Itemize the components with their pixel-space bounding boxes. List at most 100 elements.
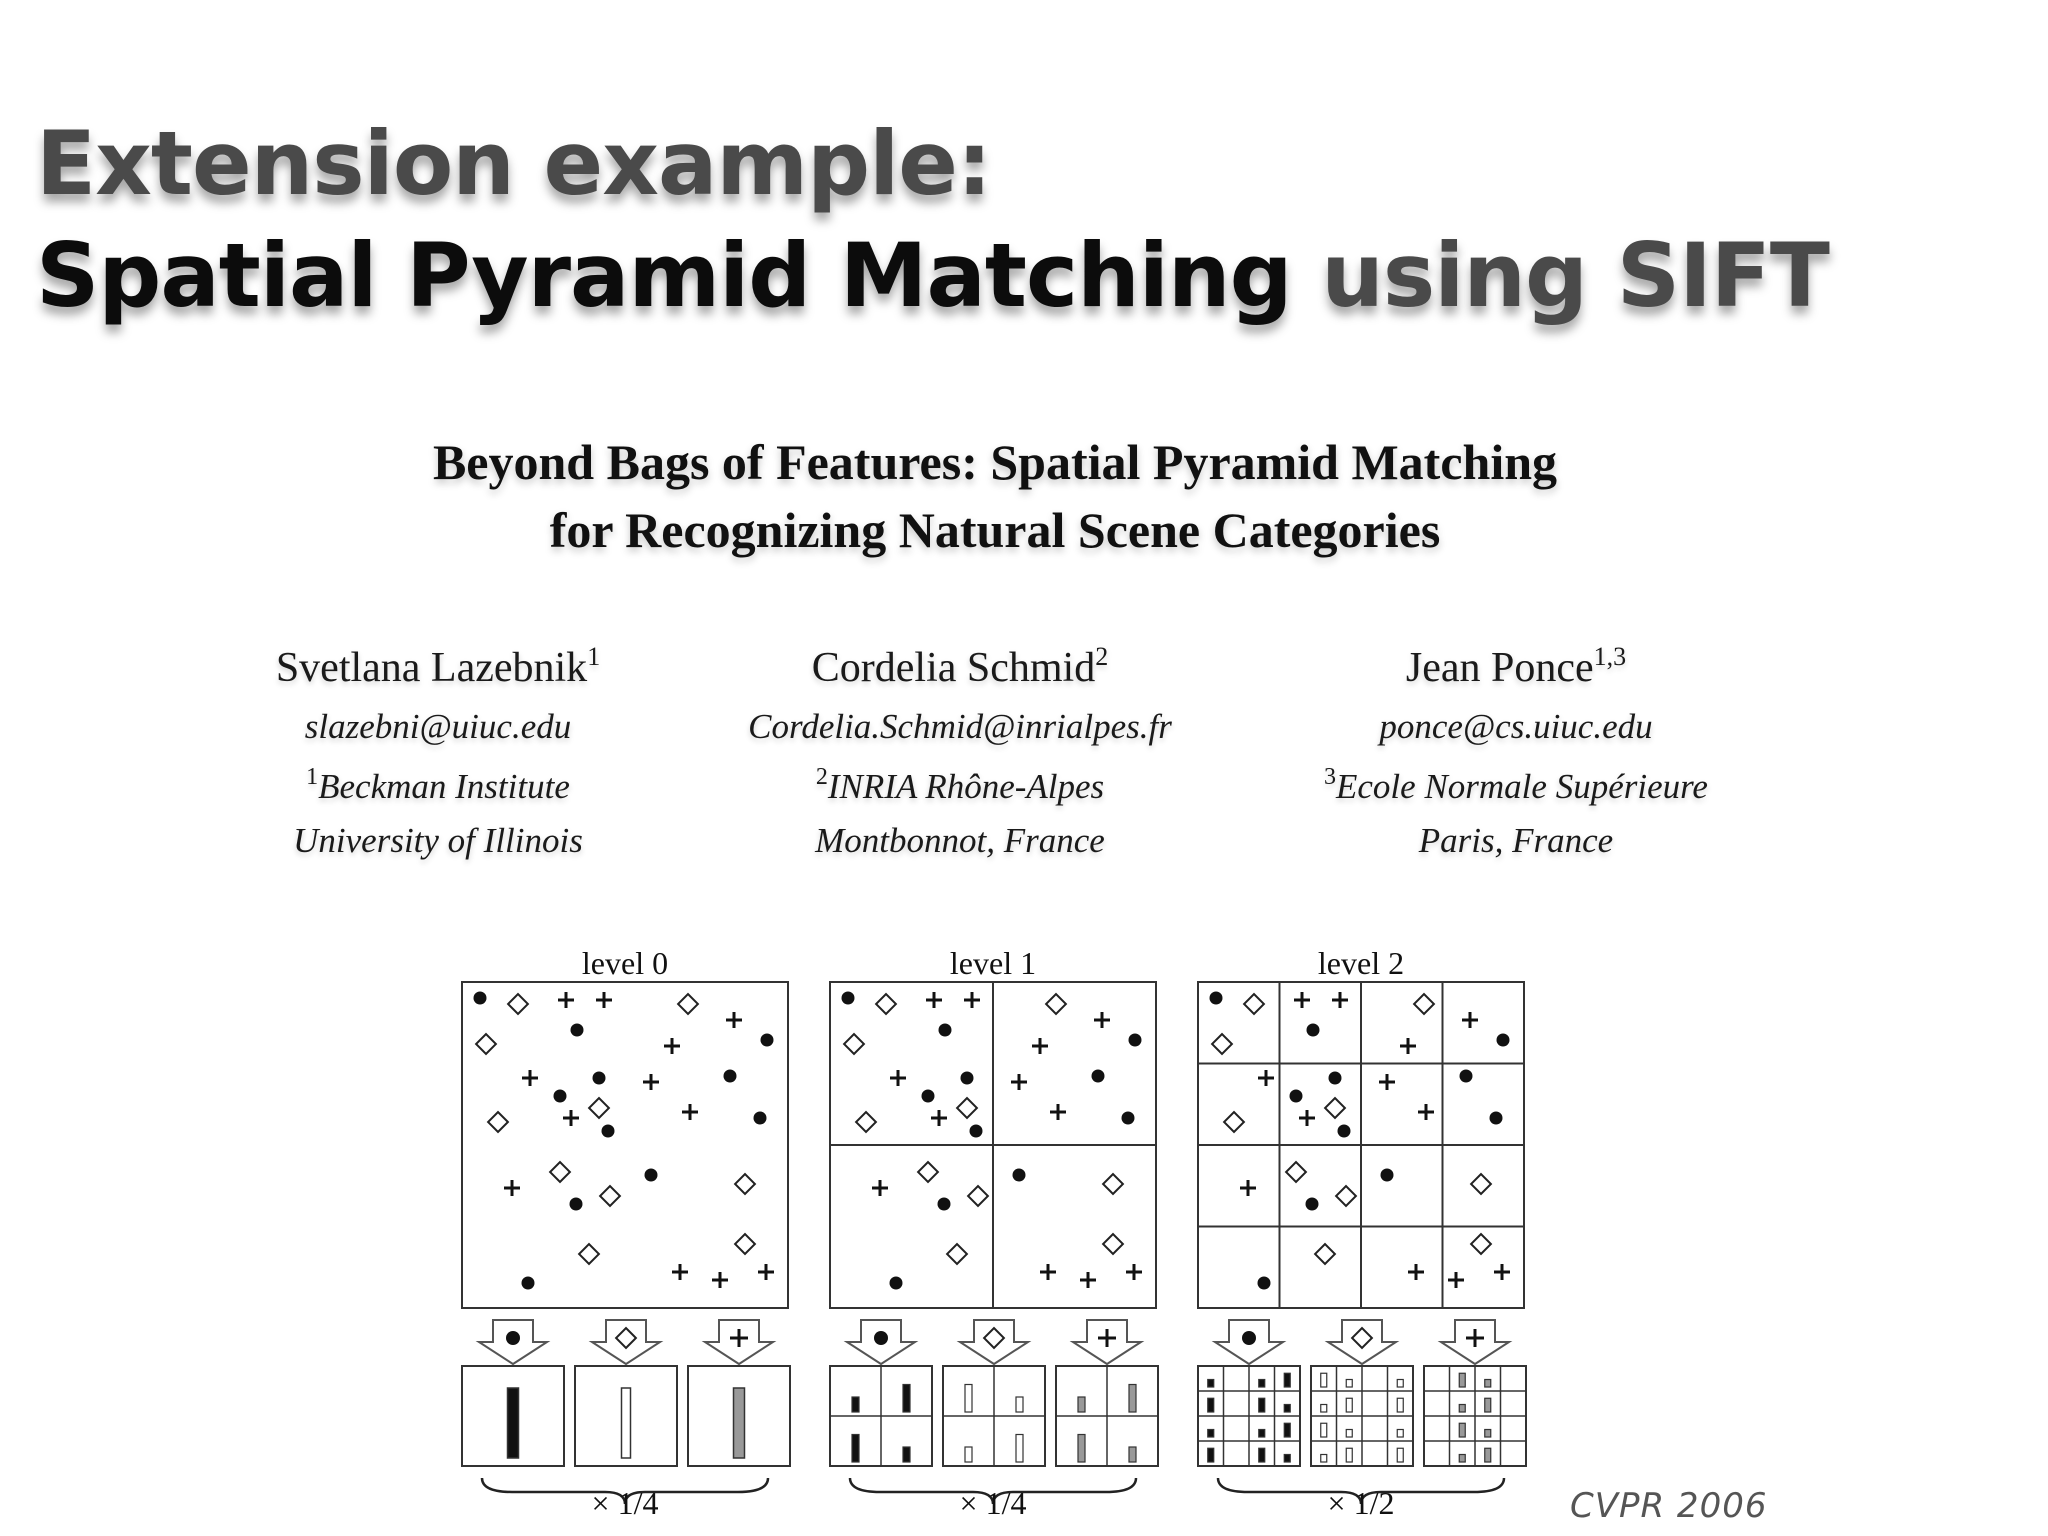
- diamond-feature: [1412, 992, 1436, 1016]
- diamond-feature: [1101, 1172, 1125, 1196]
- dot-feature: [1337, 1124, 1351, 1138]
- histogram-bar: [1458, 1422, 1466, 1438]
- histogram-bar: [1396, 1428, 1404, 1438]
- level-label: level 0: [582, 945, 668, 981]
- histogram-bar: [1077, 1433, 1086, 1463]
- author-affiliation-mark: 1,3: [1593, 642, 1627, 671]
- dot-feature: [937, 1197, 951, 1211]
- plus-feature: [1299, 1110, 1315, 1126]
- plus-icon: [1466, 1329, 1484, 1347]
- author-lazebnik: Svetlana Lazebnik1 slazebni@uiuc.edu 1Be…: [128, 636, 748, 868]
- histogram-bar: [1128, 1383, 1137, 1413]
- dot-feature: [1496, 1033, 1510, 1047]
- author-location: Paris, France: [1418, 821, 1614, 860]
- dot-feature: [1489, 1111, 1503, 1125]
- dot-feature: [1128, 1033, 1142, 1047]
- histogram-bar: [1283, 1372, 1291, 1388]
- diamond-feature: [1469, 1232, 1493, 1256]
- histogram-bar: [1396, 1447, 1404, 1463]
- plus-feature: [1418, 1104, 1434, 1120]
- dot-feature: [1121, 1111, 1135, 1125]
- histogram-bar: [1484, 1447, 1492, 1463]
- diamond-feature: [598, 1184, 622, 1208]
- down-arrow-icon: [1324, 1319, 1400, 1366]
- histogram-bar: [1283, 1422, 1291, 1438]
- histogram-bar: [1015, 1433, 1024, 1463]
- author-institution: 3Ecole Normale Supérieure: [1324, 764, 1708, 806]
- dot-feature: [644, 1168, 658, 1182]
- down-arrow-icon: [843, 1319, 919, 1366]
- dot-feature: [1306, 1023, 1320, 1037]
- histogram-bar: [851, 1433, 860, 1463]
- plus-feature: [1379, 1074, 1395, 1090]
- histogram-bar: [1484, 1428, 1492, 1438]
- histogram-bar: [1458, 1453, 1466, 1463]
- diamond-feature: [1044, 992, 1068, 1016]
- histogram-bar: [964, 1446, 973, 1463]
- histogram-bar: [506, 1387, 520, 1459]
- plus-feature: [1126, 1264, 1142, 1280]
- diamond-feature: [587, 1096, 611, 1120]
- histogram-bar: [1077, 1396, 1086, 1413]
- plus-feature: [504, 1180, 520, 1196]
- diamond-feature: [1334, 1184, 1358, 1208]
- dot-feature: [1305, 1197, 1319, 1211]
- diamond-feature: [733, 1232, 757, 1256]
- histogram-bar: [1345, 1428, 1353, 1438]
- diamond-feature: [676, 992, 700, 1016]
- institution-mark: 2: [815, 764, 828, 790]
- slide-title: Extension example: Spatial Pyramid Match…: [36, 108, 1830, 332]
- diamond-feature: [955, 1096, 979, 1120]
- down-arrow-icon: [475, 1319, 551, 1366]
- dot-feature: [1289, 1089, 1303, 1103]
- plus-feature: [1408, 1264, 1424, 1280]
- plus-feature: [712, 1272, 728, 1288]
- plus-feature: [758, 1264, 774, 1280]
- plus-feature: [522, 1070, 538, 1086]
- histogram-bar: [1283, 1453, 1291, 1463]
- histogram-bar: [902, 1446, 911, 1463]
- plus-icon: [730, 1329, 748, 1347]
- plus-feature: [926, 992, 942, 1008]
- diamond-feature: [548, 1160, 572, 1184]
- histogram-bar: [1484, 1397, 1492, 1413]
- diamond-feature: [474, 1032, 498, 1056]
- histogram-bar: [1484, 1378, 1492, 1388]
- plus-feature: [1094, 1012, 1110, 1028]
- plus-feature: [1080, 1272, 1096, 1288]
- histogram-bar: [1258, 1397, 1266, 1413]
- paper-title-line-2: for Recognizing Natural Scene Categories: [549, 502, 1441, 558]
- dot-feature: [1459, 1069, 1473, 1083]
- histogram-bar: [1207, 1397, 1215, 1413]
- author-name: Cordelia Schmid2: [811, 642, 1109, 692]
- author-email: ponce@cs.uiuc.edu: [1379, 707, 1653, 746]
- author-affiliation-mark: 2: [1095, 642, 1109, 671]
- dot-feature: [1012, 1168, 1026, 1182]
- plus-feature: [596, 992, 612, 1008]
- histogram-bar: [1207, 1447, 1215, 1463]
- level-weight: × 1/2: [1328, 1485, 1395, 1521]
- diamond-feature: [874, 992, 898, 1016]
- histogram-bar: [1015, 1396, 1024, 1413]
- histogram-bar: [1258, 1378, 1266, 1388]
- dot-feature: [569, 1197, 583, 1211]
- author-email: Cordelia.Schmid@inrialpes.fr: [748, 707, 1172, 746]
- diamond-feature: [486, 1110, 510, 1134]
- level-label: level 1: [950, 945, 1036, 981]
- author-name: Svetlana Lazebnik1: [275, 642, 601, 692]
- brace: [1216, 1477, 1506, 1505]
- plus-feature: [1332, 992, 1348, 1008]
- author-block: Svetlana Lazebnik1 slazebni@uiuc.edu 1Be…: [0, 636, 2048, 866]
- dot-feature: [753, 1111, 767, 1125]
- plus-feature: [726, 1012, 742, 1028]
- paper-title-line-1: Beyond Bags of Features: Spatial Pyramid…: [432, 434, 1558, 490]
- down-arrow-icon: [1437, 1319, 1513, 1366]
- histogram-bar: [1320, 1403, 1328, 1413]
- venue-label: CVPR 2006: [1570, 1486, 1768, 1526]
- plus-feature: [1400, 1038, 1416, 1054]
- dot-icon: [874, 1331, 888, 1345]
- brace: [480, 1477, 770, 1505]
- diamond-feature: [1222, 1110, 1246, 1134]
- diamond-feature: [1469, 1172, 1493, 1196]
- dot-feature: [592, 1071, 606, 1085]
